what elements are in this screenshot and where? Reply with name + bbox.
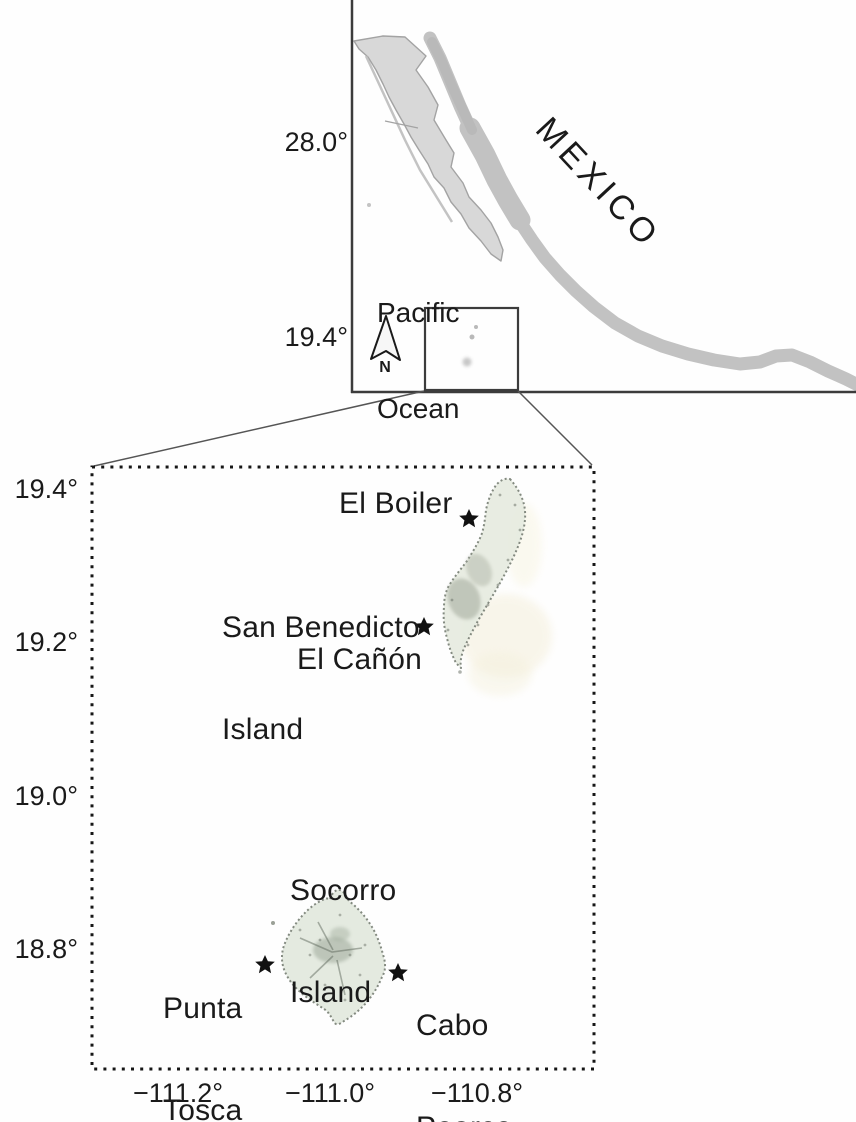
small-islet-speck: [367, 203, 371, 207]
socorro-label-line1: Socorro: [290, 874, 397, 907]
baja-ridge-shape: [364, 55, 454, 223]
archipelago-speck: [469, 334, 475, 340]
san-benedicto-label-line2: Island: [222, 713, 304, 746]
ocean-label: Pacific Ocean: [377, 233, 460, 489]
inset-lon-tick-1110: −111.0°: [284, 1078, 376, 1108]
socorro-summit-shade: [330, 927, 350, 941]
mexico-mainland-coast-wide-shape: [459, 117, 531, 231]
socorro-texture: [298, 913, 367, 1002]
inset-dotted-frame: [90, 465, 596, 1071]
inset-connector-line-right: [517, 390, 593, 466]
san-benedicto-crater-shade: [465, 553, 493, 587]
el-canon-label: El Cañón: [297, 643, 423, 676]
socorro-island-label: Socorro Island: [290, 806, 396, 1078]
cabo-pearce-label: Cabo Pearce: [416, 941, 512, 1122]
punta-tosca-label: Punta Tosca: [163, 924, 242, 1122]
ocean-label-line2: Ocean: [377, 393, 460, 424]
shallow-water-halo: [468, 652, 532, 696]
san-benedicto-texture: [446, 493, 522, 674]
punta-tosca-label-line2: Tosca: [163, 1094, 243, 1122]
inset-extent-rect: [423, 306, 520, 392]
inset-lon-tick-1112: −111.2°: [132, 1078, 224, 1108]
cabo-pearce-label-line1: Cabo: [416, 1009, 489, 1042]
san-benedicto-island-label: San Benedicto Island: [222, 543, 420, 815]
san-benedicto-crater-shade: [447, 578, 481, 620]
inset-lat-tick-190: 19.0°: [14, 781, 78, 811]
baja-peninsula-shape: [353, 35, 504, 262]
socorro-islet-speck: [271, 921, 275, 925]
archipelago-speck: [462, 357, 472, 367]
socorro-label-line2: Island: [290, 976, 372, 1009]
north-arrow-icon: [370, 315, 401, 361]
site-star-el-boiler: [459, 509, 479, 528]
archipelago-speck: [474, 325, 478, 329]
cabo-pearce-label-line2: Pearce: [416, 1111, 512, 1122]
punta-tosca-label-line1: Punta: [163, 992, 243, 1025]
inset-lat-tick-192: 19.2°: [14, 627, 78, 657]
north-arrow-label: N: [379, 359, 391, 376]
ocean-label-line1: Pacific: [377, 297, 460, 328]
inset-lat-tick-194: 19.4°: [14, 474, 78, 504]
overview-lat-tick-194: 19.4°: [284, 322, 348, 352]
san-benedicto-label-line1: San Benedicto: [222, 611, 420, 644]
inset-lon-tick-1108: −110.8°: [430, 1078, 524, 1108]
baja-state-border-line: [384, 120, 419, 129]
mexico-mainland-coast-dark-shape: [427, 37, 477, 135]
overview-lat-tick-28: 28.0°: [284, 127, 348, 157]
inset-connector-line-left: [93, 390, 425, 467]
inset-lat-tick-188: 18.8°: [14, 934, 78, 964]
el-boiler-label: El Boiler: [339, 487, 453, 520]
socorro-ridge-lines: [299, 921, 363, 996]
site-star-punta-tosca: [255, 955, 275, 974]
